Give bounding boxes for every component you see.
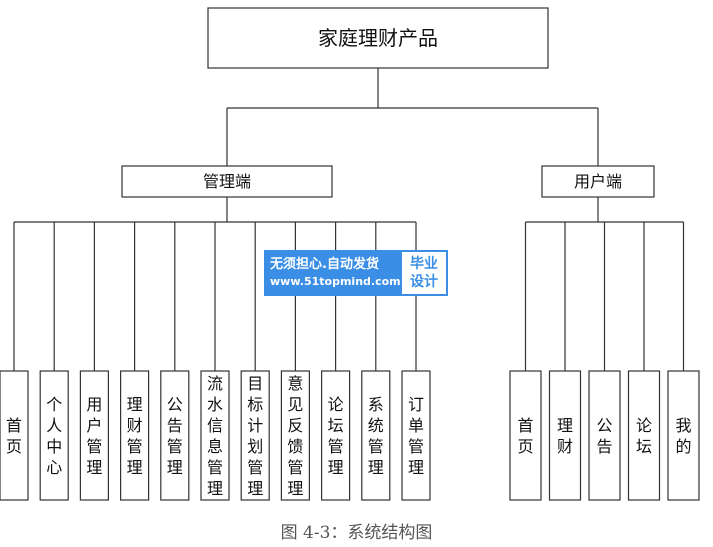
group-user-leaf-label: 我的 — [675, 416, 691, 456]
group-user-leaf-box — [548, 370, 582, 501]
group-admin-leaf-box — [200, 370, 230, 501]
figure-caption: 图 4-3：系统结构图 — [280, 523, 433, 543]
group-admin-label: 管理端 — [203, 172, 251, 191]
group-admin-leaf-label: 目标计划管理 — [247, 374, 263, 498]
group-user-leaf-label: 论坛 — [636, 416, 652, 456]
group-user-leaf-box — [509, 370, 542, 501]
group-admin-leaf-box — [321, 370, 351, 501]
group-user-leaf-label: 理财 — [557, 416, 573, 456]
group-user-leaf-box — [588, 370, 621, 501]
group-admin-leaf-label: 用户管理 — [86, 395, 102, 477]
group-admin-leaf-label: 首页 — [6, 416, 22, 456]
group-admin-leaf-label: 公告管理 — [167, 395, 183, 477]
group-admin-leaf-label: 意见反馈管理 — [287, 374, 303, 498]
group-admin-leaf-label: 订单管理 — [408, 395, 424, 477]
group-admin-leaf-label: 流水信息管理 — [207, 374, 223, 498]
root-node-label: 家庭理财产品 — [318, 26, 438, 50]
watermark-slogan: 无须担心.自动发货 — [270, 257, 379, 272]
group-user-leaf-label: 首页 — [517, 416, 533, 456]
group-user-leaf-label: 公告 — [596, 416, 612, 456]
watermark-badge: 无须担心.自动发货 www.51topmind.com 毕业 设计 — [264, 250, 448, 296]
group-user-label: 用户端 — [574, 172, 622, 191]
group-admin-leaf-box — [240, 370, 270, 501]
group-admin-leaf-label: 个人中心 — [46, 395, 62, 477]
group-admin-leaf-label: 系统管理 — [368, 395, 384, 477]
group-admin-leaf-box — [79, 370, 110, 501]
watermark-label-bottom: 设计 — [410, 274, 438, 290]
watermark-text-panel: 无须担心.自动发货 www.51topmind.com — [264, 250, 401, 296]
group-admin-leaf-label: 理财管理 — [127, 395, 143, 477]
watermark-label-panel: 毕业 设计 — [400, 250, 448, 296]
watermark-label-top: 毕业 — [410, 256, 438, 272]
group-admin-leaf-box — [160, 370, 190, 501]
group-admin-leaf-box — [401, 370, 431, 501]
watermark-url: www.51topmind.com — [270, 275, 401, 288]
root-node-box — [207, 7, 549, 69]
group-admin-leaf-box — [39, 370, 69, 501]
group-admin-leaf-box — [119, 370, 150, 501]
group-user-leaf-box — [627, 370, 661, 501]
group-admin-leaf-label: 论坛管理 — [328, 395, 344, 477]
group-admin-box — [121, 165, 333, 198]
group-user-box — [541, 165, 655, 198]
group-admin-leaf-box — [361, 370, 391, 501]
group-user-leaf-box — [667, 370, 700, 501]
group-admin-leaf-box — [280, 370, 310, 501]
group-admin-leaf-box — [0, 370, 29, 501]
